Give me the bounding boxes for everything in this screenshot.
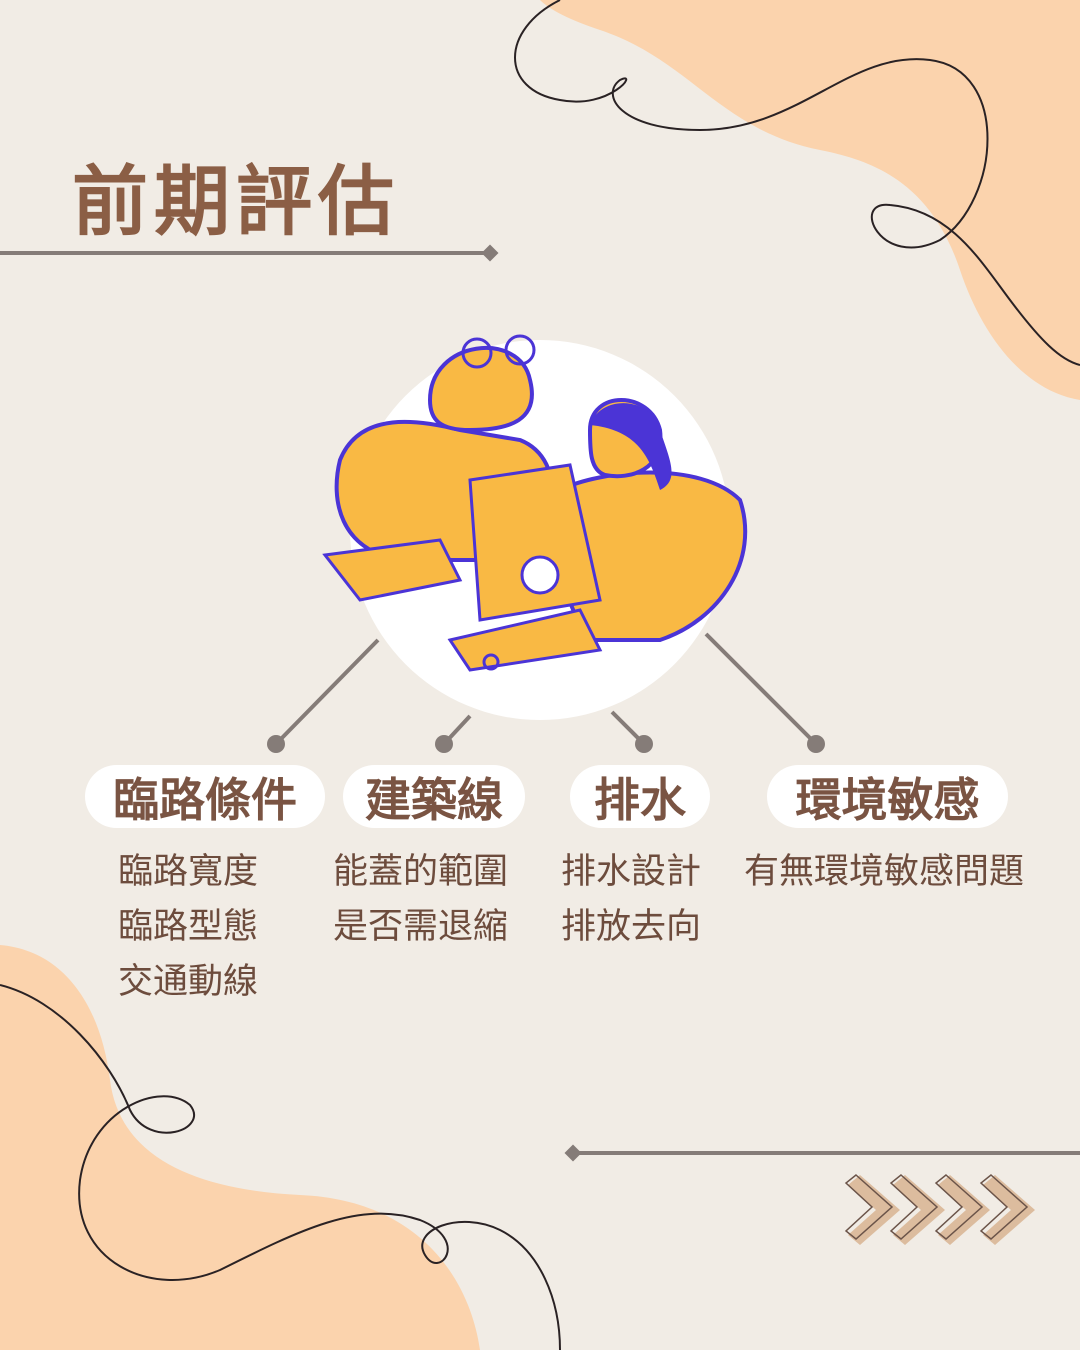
diamond-marker bbox=[481, 244, 499, 262]
connector-lines bbox=[274, 632, 818, 746]
list-item: 排放去向 bbox=[561, 907, 702, 947]
list-item: 臨路寬度 bbox=[118, 852, 259, 892]
diamond-marker bbox=[564, 1144, 582, 1162]
list-item: 能蓋的範圍 bbox=[333, 852, 509, 892]
road-items-list: 臨路寬度 臨路型態 交通動線 bbox=[118, 845, 258, 1010]
category-pill-road: 臨路條件 bbox=[85, 765, 325, 828]
peach-blob-bottom-left bbox=[0, 945, 480, 1350]
list-item: 交通動線 bbox=[118, 962, 259, 1002]
connector-dots bbox=[267, 735, 825, 753]
category-pill-building-line: 建築線 bbox=[343, 765, 525, 828]
building-line-items-list: 能蓋的範圍 是否需退縮 bbox=[333, 845, 508, 955]
peach-blob-top-right bbox=[540, 0, 1080, 400]
category-pill-environment: 環境敏感 bbox=[767, 765, 1008, 828]
list-item: 臨路型態 bbox=[118, 907, 259, 947]
team-illustration bbox=[322, 334, 748, 720]
chevron-arrows-icon bbox=[844, 1174, 1035, 1245]
list-item: 排水設計 bbox=[561, 852, 702, 892]
curly-line-top bbox=[514, 0, 1080, 366]
curly-line-bottom bbox=[0, 984, 561, 1350]
drainage-items-list: 排水設計 排放去向 bbox=[561, 845, 701, 955]
list-item: 有無環境敏感問題 bbox=[744, 852, 1025, 892]
list-item: 是否需退縮 bbox=[333, 907, 509, 947]
environment-items-list: 有無環境敏感問題 bbox=[744, 845, 1024, 900]
page-title: 前期評估 bbox=[72, 157, 400, 246]
category-pill-drainage: 排水 bbox=[570, 765, 710, 828]
